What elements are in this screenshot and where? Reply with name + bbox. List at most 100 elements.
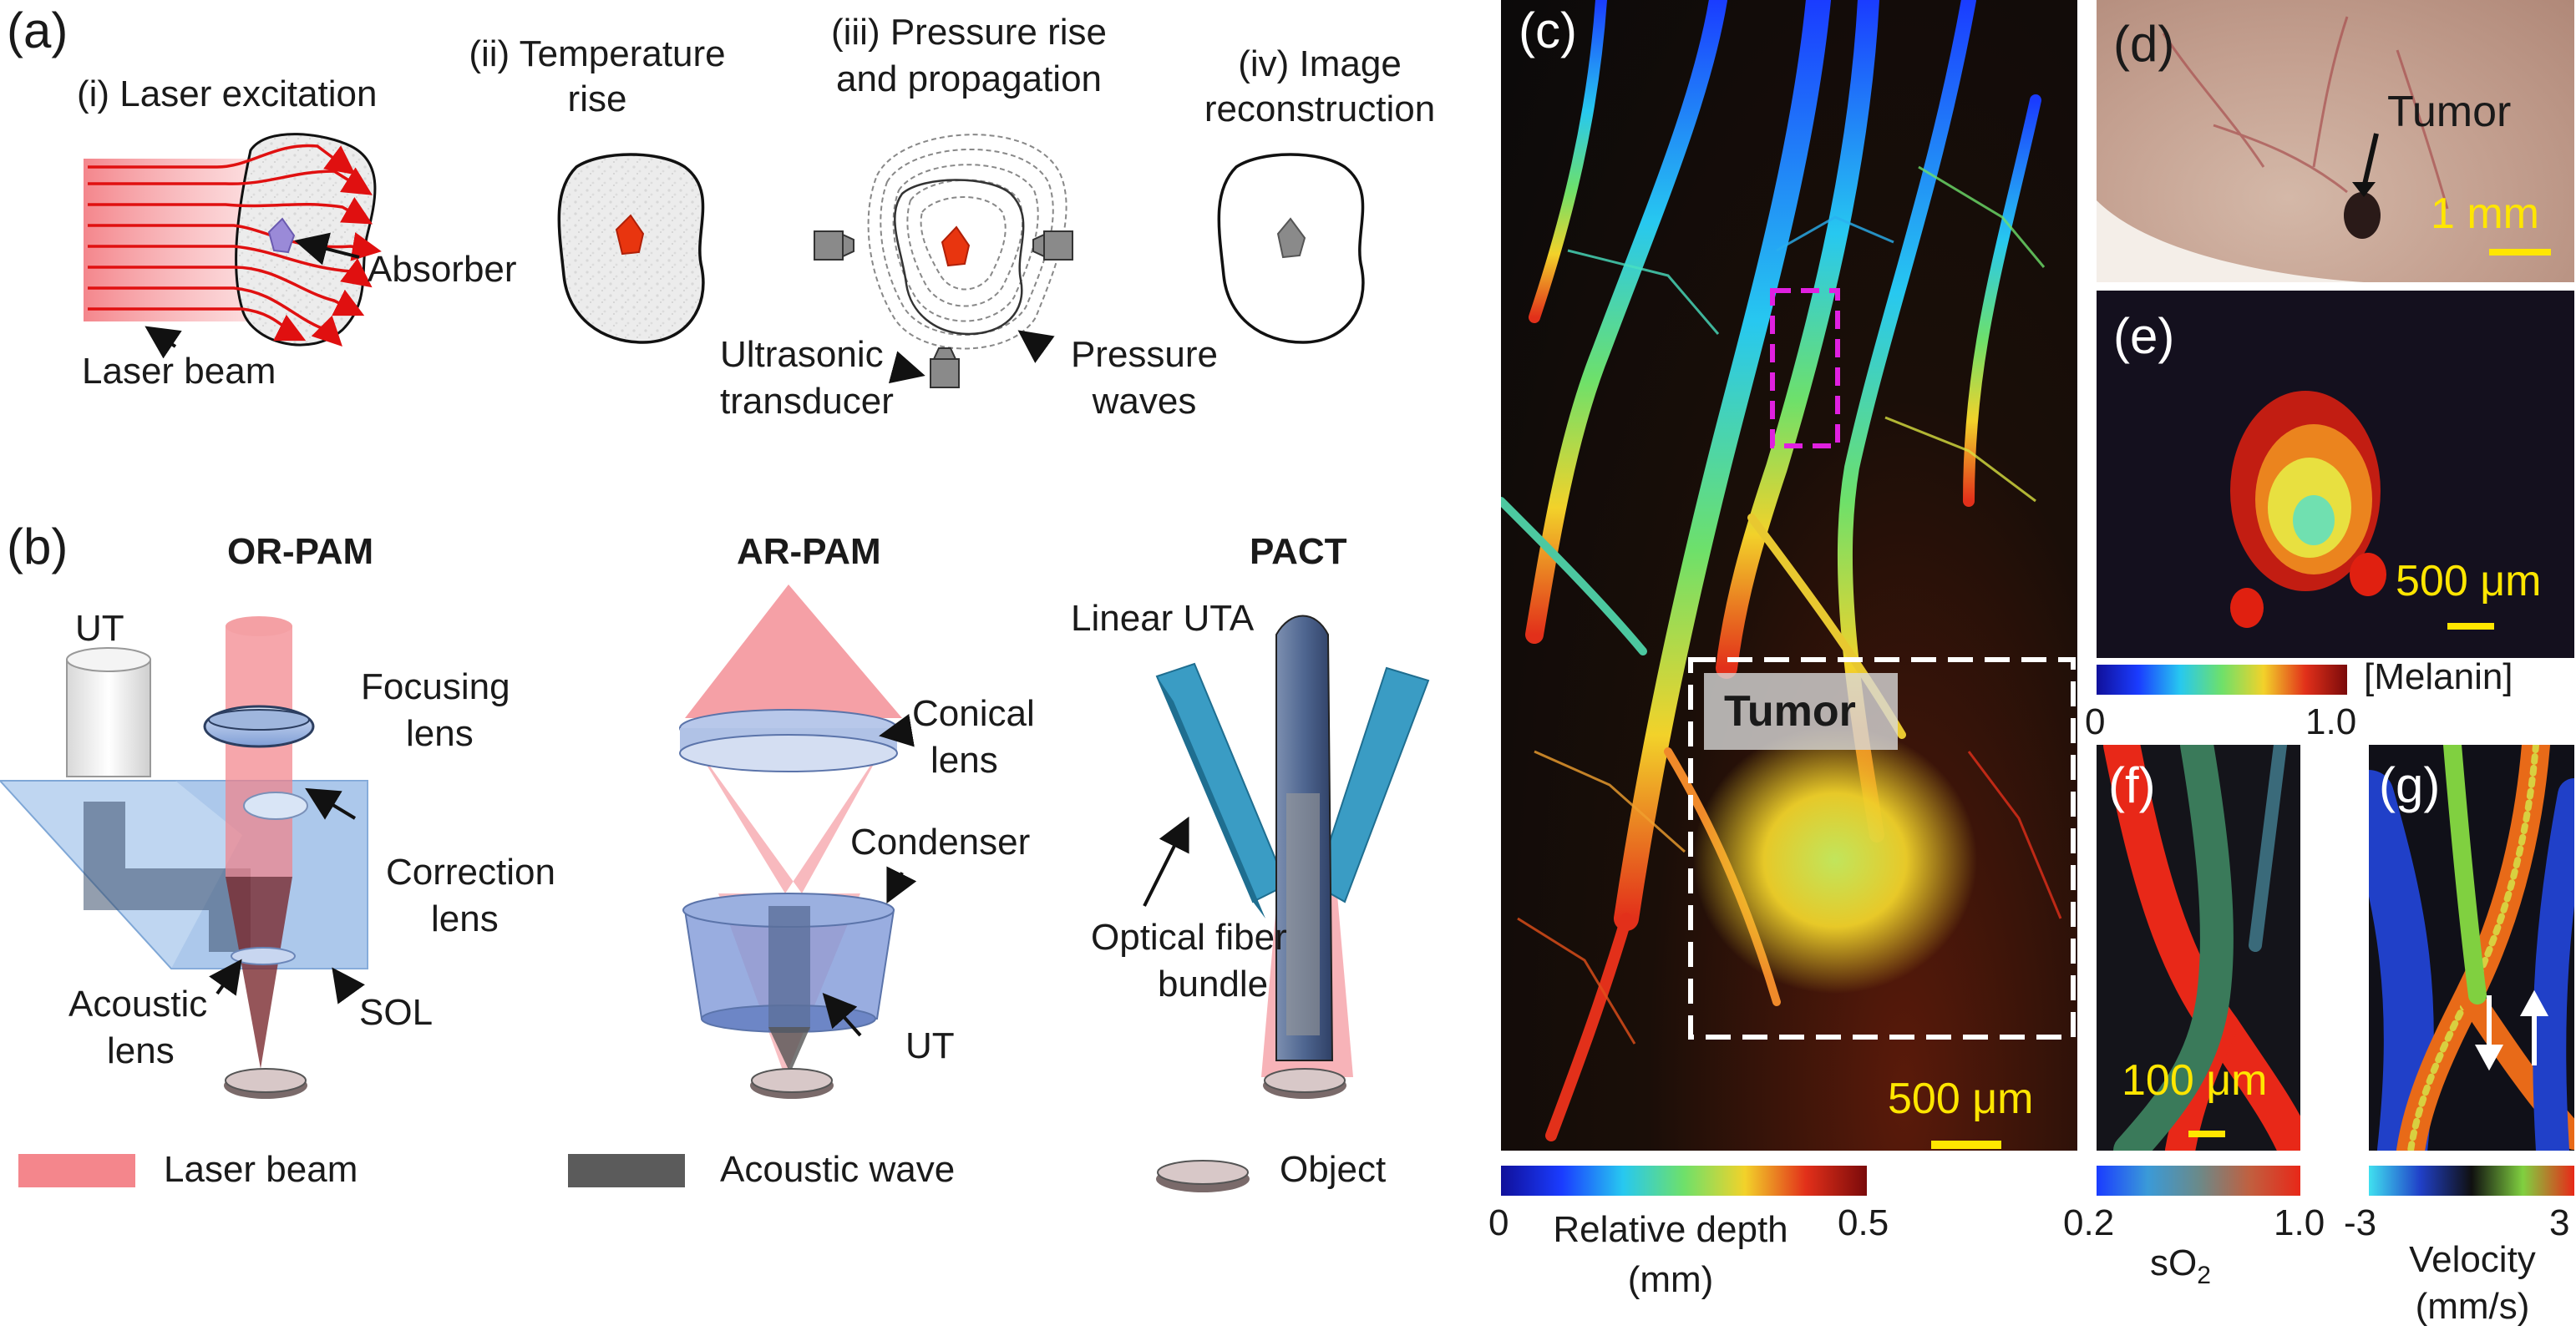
arpam-ut-label: UT — [905, 1025, 955, 1066]
absorber-label: Absorber — [368, 249, 517, 290]
tumor-region — [1693, 726, 1977, 994]
absorber-1 — [267, 217, 296, 254]
so2-cb-title: sO2 — [2150, 1242, 2211, 1290]
step4-title-line1: (iv) Image — [1238, 43, 1402, 84]
sol-label: SOL — [359, 992, 434, 1033]
condenser-label: Condenser — [850, 822, 1031, 863]
pact-setup — [1143, 615, 1430, 1099]
legend-laser-swatch — [18, 1154, 135, 1187]
velocity-image — [2369, 745, 2574, 1151]
legend-laser-label: Laser beam — [164, 1149, 358, 1190]
tumor-spot — [2344, 192, 2381, 239]
panel-c-tumor-label: Tumor — [1724, 687, 1856, 736]
velocity-cb-min: -3 — [2344, 1202, 2377, 1243]
velocity-colorbar — [2369, 1166, 2574, 1196]
so2-drawing — [2103, 745, 2300, 1151]
melanin-cb-max: 1.0 — [2305, 701, 2357, 742]
panel-g-label: (g) — [2379, 757, 2441, 813]
panel-e-label: (e) — [2113, 308, 2175, 364]
fiber-label-line1: Optical fiber — [1091, 917, 1287, 958]
so2-colorbar — [2097, 1166, 2300, 1196]
melanin-cb-title: [Melanin] — [2364, 656, 2513, 697]
ut-label: UT — [75, 608, 124, 649]
waves-label-line1: Pressure — [1070, 334, 1219, 375]
panel-b-label: (b) — [7, 519, 68, 574]
laser-beam-rect — [84, 159, 259, 321]
focusing-label-line1: Focusing — [361, 666, 510, 707]
depth-cb-title-line1: Relative depth — [1553, 1209, 1788, 1250]
panel-e-scalebar — [2447, 623, 2494, 630]
panel-f-label: (f) — [2108, 757, 2156, 813]
transducer-bottom — [930, 347, 960, 388]
panel-f-scale-label: 100 μm — [2122, 1056, 2268, 1105]
velocity-cb-title-line1: Velocity — [2409, 1239, 2536, 1280]
conical-label-line1: Conical — [912, 693, 1035, 734]
vessel-map — [1501, 0, 2076, 1149]
orpam-title: OR-PAM — [227, 531, 374, 572]
transducer-label-line2: transducer — [720, 381, 894, 422]
panel-e-scale-label: 500 μm — [2396, 557, 2542, 605]
acoustic-lens-label-line1: Acoustic — [68, 984, 208, 1025]
so2-cb-max: 1.0 — [2274, 1202, 2325, 1243]
pact-title: PACT — [1250, 531, 1347, 572]
vessel-image — [1501, 0, 2077, 1151]
focusing-label-line2: lens — [406, 713, 474, 754]
transducer-right — [1032, 230, 1073, 261]
panel-a-label: (a) — [7, 3, 68, 58]
pressure-waves — [867, 134, 1067, 350]
so2-cb-title-main: sO — [2150, 1242, 2198, 1283]
panel-c-scalebar — [1931, 1141, 2001, 1149]
panel-d-tumor-label: Tumor — [2387, 88, 2512, 136]
velocity-cb-max: 3 — [2549, 1202, 2570, 1243]
step4-title-line2: reconstruction — [1204, 89, 1436, 129]
absorber-3 — [941, 225, 971, 267]
panel-c-scale-label: 500 μm — [1888, 1075, 2034, 1123]
melanin-cluster — [2230, 391, 2386, 628]
object-2 — [750, 1068, 834, 1099]
photo-drawing — [2097, 16, 2551, 282]
depth-colorbar — [1501, 1166, 1867, 1196]
velocity-drawing — [2369, 745, 2574, 1151]
velocity-cb-title-line2: (mm/s) — [2415, 1286, 2530, 1327]
melanin-image — [2097, 291, 2574, 658]
depth-cb-max: 0.5 — [1838, 1202, 1889, 1243]
object-1 — [224, 1068, 307, 1099]
correction-lens — [243, 792, 308, 820]
panel-c-label: (c) — [1519, 3, 1577, 58]
photo-image — [2097, 0, 2574, 282]
melanin-drawing — [2230, 391, 2494, 630]
object-3 — [1263, 1068, 1346, 1099]
roi-box — [1770, 288, 1840, 448]
step1-title: (i) Laser excitation — [77, 73, 378, 114]
panel-d-label: (d) — [2113, 16, 2175, 72]
linear-uta-label: Linear UTA — [1071, 598, 1255, 639]
correction-label-line2: lens — [431, 898, 499, 939]
panel-f-scalebar — [2188, 1131, 2225, 1137]
depth-cb-title-line2: (mm) — [1627, 1259, 1714, 1300]
tumor-box — [1688, 657, 2076, 1040]
so2-cb-title-sub: 2 — [2197, 1261, 2211, 1289]
so2-cb-min: 0.2 — [2063, 1202, 2115, 1243]
waves-label-line2: waves — [1092, 381, 1197, 422]
flow-arrows — [2474, 989, 2549, 1071]
depth-cb-min: 0 — [1488, 1202, 1509, 1243]
melanin-colorbar — [2097, 665, 2347, 695]
arpam-title: AR-PAM — [737, 531, 881, 572]
melanin-cb-min: 0 — [2085, 701, 2106, 742]
transducer-label-line1: Ultrasonic — [720, 334, 884, 375]
legend-object-label: Object — [1280, 1149, 1387, 1190]
panel-d-scalebar — [2489, 249, 2551, 256]
step3-title-line1: (iii) Pressure rise — [830, 12, 1108, 53]
legend-acoustic-swatch — [568, 1154, 685, 1187]
laser-beam-label: Laser beam — [82, 351, 276, 392]
legend-object-swatch — [1156, 1160, 1250, 1192]
legend-acoustic-label: Acoustic wave — [720, 1149, 956, 1190]
transducer-left — [814, 230, 854, 261]
absorber-2 — [615, 214, 645, 256]
fiber-label-line2: bundle — [1158, 964, 1269, 1005]
step2-title-line1: (ii) Temperature — [469, 33, 726, 74]
absorber-4 — [1276, 217, 1306, 259]
correction-label-line1: Correction — [386, 852, 555, 893]
